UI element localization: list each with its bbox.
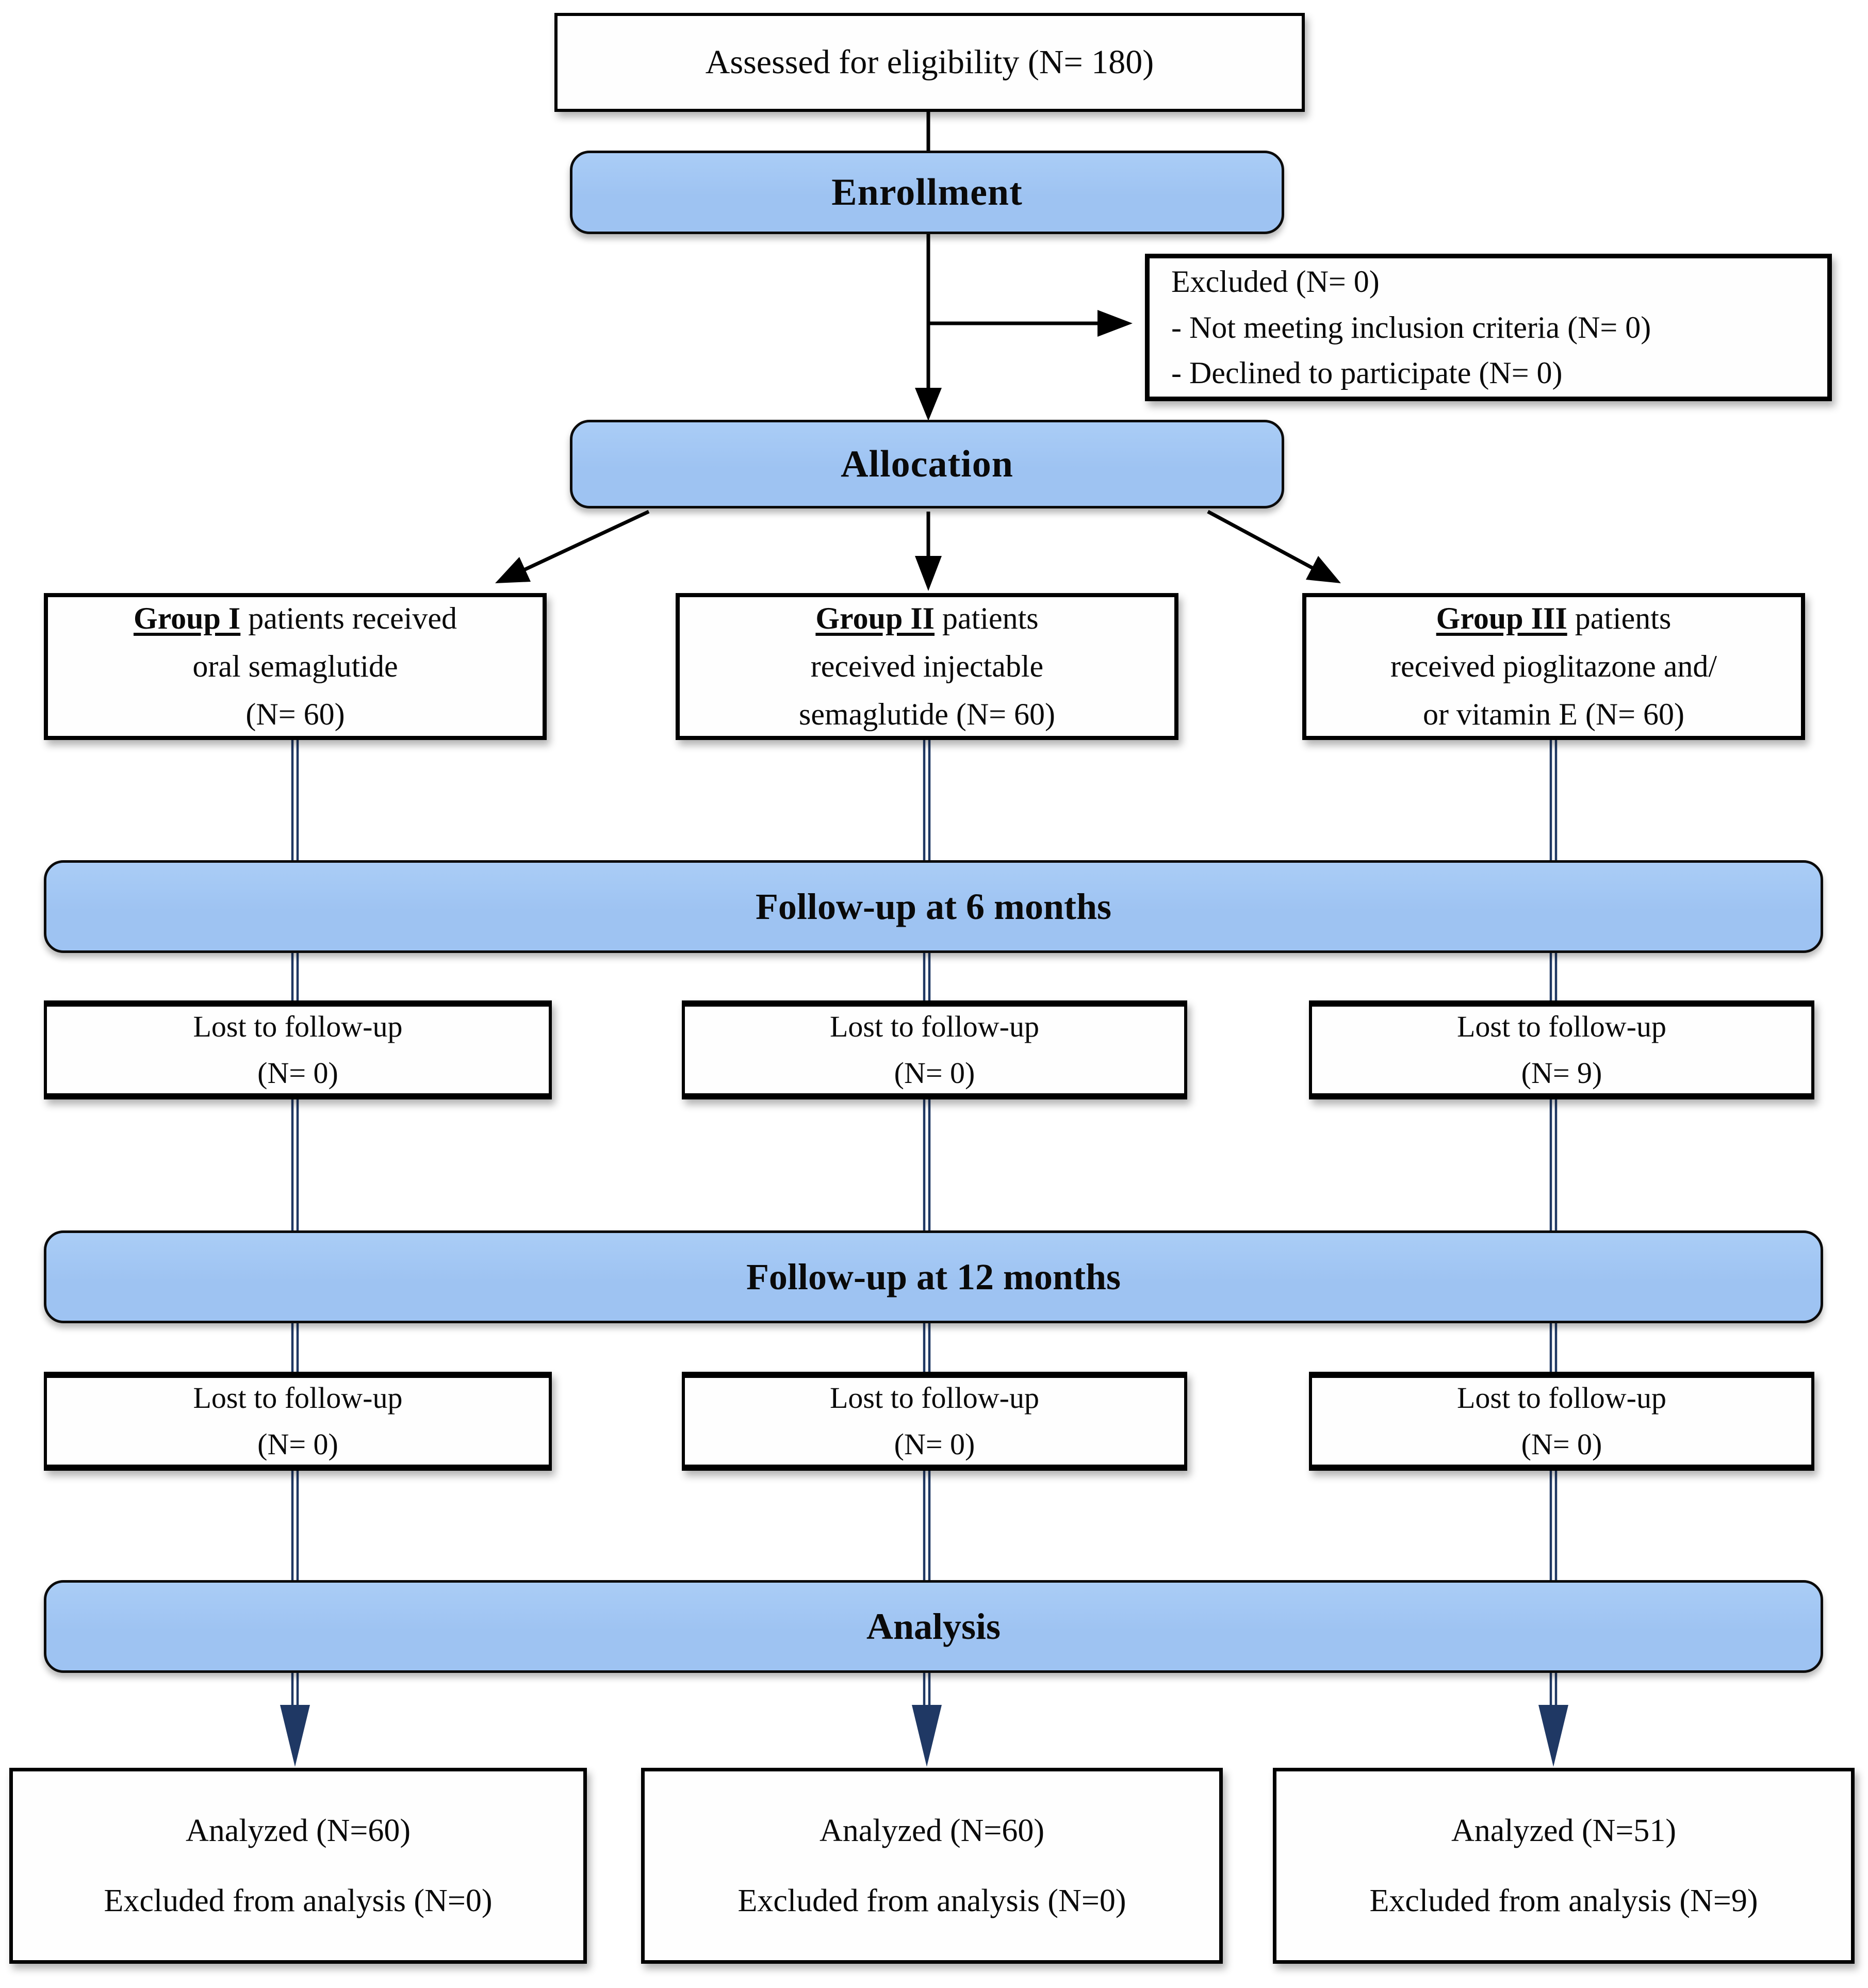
analyzed-group3-box: Analyzed (N=51) Excluded from analysis (… (1273, 1768, 1855, 1964)
analyzed-group2-box: Analyzed (N=60) Excluded from analysis (… (641, 1768, 1223, 1964)
lost-12mo-group2-box: Lost to follow-up (N= 0) (682, 1372, 1187, 1471)
arrowhead-into-excluded (1097, 310, 1133, 337)
arrowhead-into-analyzed3 (1538, 1705, 1568, 1767)
excluded-line2: - Not meeting inclusion criteria (N= 0) (1171, 310, 1651, 344)
lost-12mo-group2-line2: (N= 0) (894, 1427, 975, 1461)
lost-6mo-group3-box: Lost to follow-up (N= 9) (1309, 1000, 1814, 1099)
analyzed-group3-line1: Analyzed (N=51) (1451, 1813, 1677, 1848)
allocation-bar: Allocation (570, 420, 1284, 508)
line-allocation-group3 (1207, 510, 1315, 571)
group1-box: Group I patients received oral semagluti… (44, 593, 547, 740)
analyzed-group1-line1: Analyzed (N=60) (185, 1813, 411, 1848)
group2-label: Group II (815, 601, 935, 635)
lost-6mo-group1-line2: (N= 0) (257, 1056, 338, 1090)
group3-line1-rest: patients (1567, 601, 1672, 635)
arrowhead-into-allocation (915, 388, 942, 421)
followup-12mo-bar: Follow-up at 12 months (44, 1230, 1823, 1323)
lost-6mo-group3-line2: (N= 9) (1521, 1056, 1602, 1090)
followup-6mo-bar: Follow-up at 6 months (44, 860, 1823, 953)
group1-label: Group I (133, 601, 241, 635)
lost-12mo-group2-line1: Lost to follow-up (830, 1381, 1039, 1415)
group2-line2: received injectable (810, 649, 1044, 683)
lost-6mo-group1-box: Lost to follow-up (N= 0) (44, 1000, 552, 1099)
lost-12mo-group1-box: Lost to follow-up (N= 0) (44, 1372, 552, 1471)
allocation-label: Allocation (841, 442, 1013, 485)
group3-box: Group III patients received pioglitazone… (1302, 593, 1805, 740)
group1-line2: oral semaglutide (192, 649, 398, 683)
line-allocation-group1 (521, 510, 650, 573)
enrollment-label: Enrollment (831, 171, 1023, 213)
lost-12mo-group1-line2: (N= 0) (257, 1427, 338, 1461)
group3-label: Group III (1436, 601, 1567, 635)
excluded-line3: - Declined to participate (N= 0) (1171, 356, 1563, 390)
arrowhead-into-analyzed1 (280, 1705, 310, 1767)
group2-line3: semaglutide (N= 60) (798, 697, 1056, 731)
analyzed-group1-line2: Excluded from analysis (N=0) (104, 1883, 493, 1918)
lost-6mo-group2-box: Lost to follow-up (N= 0) (682, 1000, 1187, 1099)
group3-line3: or vitamin E (N= 60) (1422, 697, 1685, 731)
arrowhead-into-analyzed2 (912, 1705, 942, 1767)
group3-line1: Group III patients (1436, 595, 1672, 643)
lost-6mo-group1-line1: Lost to follow-up (193, 1010, 403, 1044)
lost-12mo-group3-line2: (N= 0) (1521, 1427, 1602, 1461)
analyzed-group1-box: Analyzed (N=60) Excluded from analysis (… (9, 1768, 587, 1964)
lost-12mo-group1-line1: Lost to follow-up (193, 1381, 403, 1415)
analysis-bar: Analysis (44, 1580, 1823, 1673)
analyzed-group2-line1: Analyzed (N=60) (819, 1813, 1045, 1848)
excluded-line1: Excluded (N= 0) (1171, 264, 1380, 299)
lost-6mo-group3-line1: Lost to follow-up (1457, 1010, 1666, 1044)
arrowhead-into-group2 (915, 556, 942, 591)
arrowhead-into-group3 (1306, 556, 1341, 583)
analysis-label: Analysis (866, 1605, 1001, 1647)
lost-6mo-group2-line1: Lost to follow-up (830, 1010, 1039, 1044)
group2-line1-rest: patients (935, 601, 1039, 635)
group1-line1: Group I patients received (134, 595, 457, 643)
group2-box: Group II patients received injectable se… (676, 593, 1178, 740)
eligibility-box: Assessed for eligibility (N= 180) (554, 13, 1305, 112)
group1-line1-rest: patients received (240, 601, 457, 635)
group3-line2: received pioglitazone and/ (1390, 649, 1717, 683)
group2-line1: Group II patients (815, 595, 1038, 643)
analyzed-group2-line2: Excluded from analysis (N=0) (738, 1883, 1126, 1918)
followup-6mo-label: Follow-up at 6 months (755, 885, 1112, 927)
enrollment-bar: Enrollment (570, 151, 1284, 234)
group1-line3: (N= 60) (245, 697, 345, 731)
arrowhead-into-group1 (495, 557, 531, 583)
eligibility-text: Assessed for eligibility (N= 180) (705, 43, 1154, 81)
followup-12mo-label: Follow-up at 12 months (746, 1256, 1121, 1297)
analyzed-group3-line2: Excluded from analysis (N=9) (1369, 1883, 1758, 1918)
lost-6mo-group2-line2: (N= 0) (894, 1056, 975, 1090)
lost-12mo-group3-line1: Lost to follow-up (1457, 1381, 1666, 1415)
lost-12mo-group3-box: Lost to follow-up (N= 0) (1309, 1372, 1814, 1471)
excluded-box: Excluded (N= 0) - Not meeting inclusion … (1145, 254, 1832, 401)
